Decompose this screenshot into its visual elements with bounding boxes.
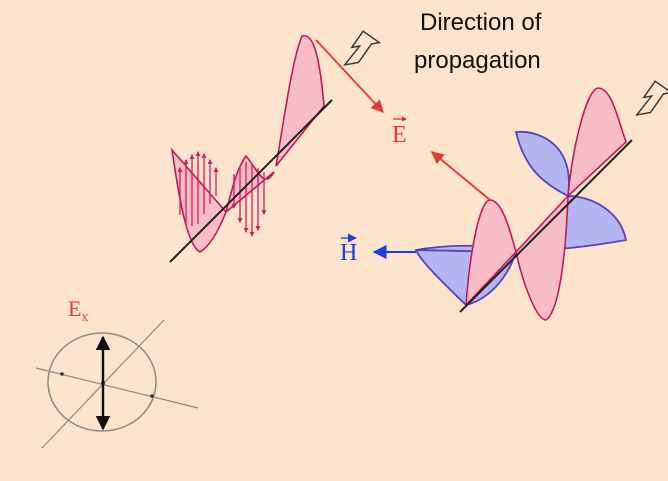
h-vector-letter: H	[340, 240, 357, 266]
e-field-lobe-middle	[515, 193, 569, 321]
e-vector-letter: E	[392, 122, 407, 148]
polarization-tick-left	[60, 372, 64, 376]
left-e-wave	[169, 34, 333, 263]
right-wave-axis	[459, 139, 633, 313]
propagation-arrow-icon	[343, 30, 382, 66]
left-wave-axis	[169, 99, 333, 263]
right-e-arrow	[431, 151, 491, 201]
polarization-diagram	[35, 319, 199, 449]
polarization-ellipse	[47, 332, 157, 432]
h-vector-label: H	[340, 233, 357, 266]
e-vector-label: E	[392, 116, 408, 148]
e-field-lobe-upper	[567, 87, 627, 199]
polarization-tick-right	[150, 394, 154, 398]
ex-label-subscript: x	[81, 310, 88, 325]
left-wave-middle-lobe	[224, 154, 275, 215]
left-wave-field-vectors	[177, 150, 267, 238]
ex-label-main: E	[68, 296, 81, 321]
title-line-2: propagation	[414, 47, 541, 74]
left-e-arrow	[315, 39, 384, 113]
right-em-wave	[414, 87, 633, 321]
propagation-arrow-icon-right	[635, 80, 668, 116]
ex-label: Ex	[68, 296, 88, 325]
title-line-1: Direction of	[420, 9, 542, 36]
left-wave-upper-lobe	[275, 34, 325, 167]
